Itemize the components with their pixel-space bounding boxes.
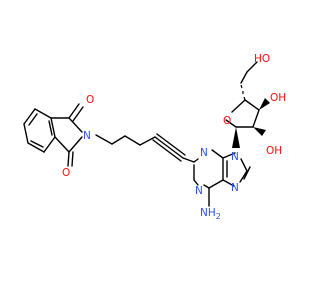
purine-pyrimidine-ring xyxy=(182,149,228,189)
nitrogen-label-purine-1: N xyxy=(195,185,203,197)
molecule-diagram: O O N N N N N NH2 O HO OH OH xyxy=(23,53,286,221)
structure-svg: O O N N N N N NH2 O HO OH OH xyxy=(23,53,286,221)
alkyl-chain xyxy=(95,133,186,162)
nitrogen-label-purine-3: N xyxy=(200,147,208,159)
hydroxyl-label-2: OH xyxy=(266,145,282,157)
nitrogen-label-imide: N xyxy=(83,130,91,142)
atom-labels: O O N N N N N NH2 O HO OH OH xyxy=(62,53,286,221)
oxygen-label-ribose-ring: O xyxy=(223,115,231,127)
oxygen-label-imide-top: O xyxy=(86,94,94,106)
hydroxyl-label-3: OH xyxy=(270,92,286,104)
hydroxyl-label-5: HO xyxy=(254,53,270,65)
ribose-substituents xyxy=(240,61,270,136)
ribose-ring xyxy=(225,99,260,128)
amine-label: NH2 xyxy=(200,207,221,221)
nitrogen-label-purine-7: N xyxy=(231,182,239,194)
purine-imidazole-ring xyxy=(222,152,251,187)
benzene-ring xyxy=(23,108,56,153)
imide-ring xyxy=(50,103,84,167)
glycosidic-bond xyxy=(232,127,240,148)
oxygen-label-imide-bottom: O xyxy=(62,167,70,179)
nitrogen-label-purine-9: N xyxy=(231,151,239,163)
